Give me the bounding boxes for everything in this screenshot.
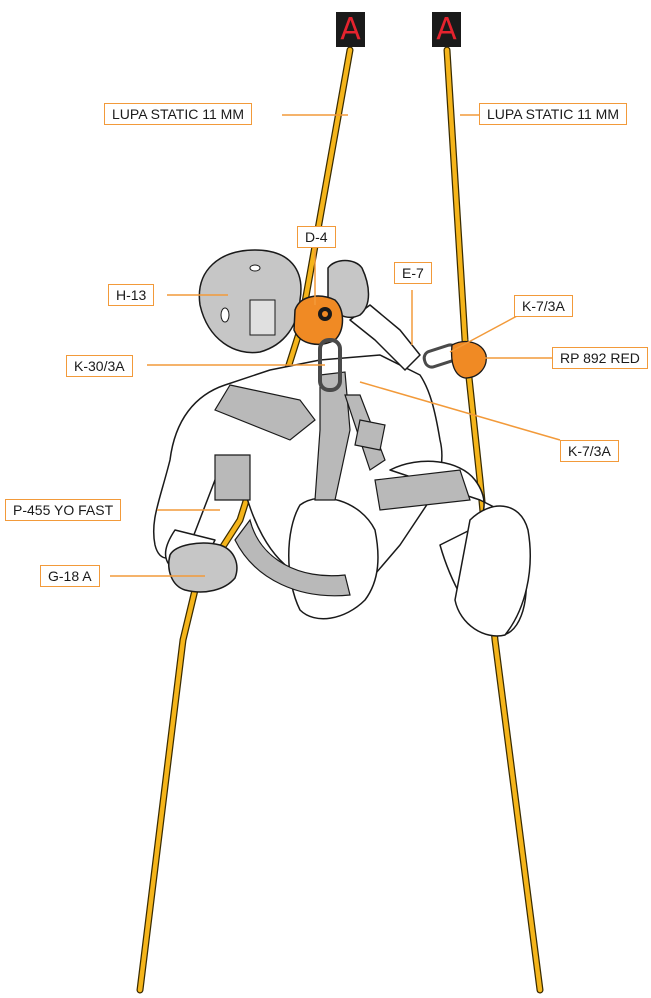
label-carabiner-bottom: K-7/3A [560, 440, 619, 462]
glove-left [169, 543, 237, 592]
descender-icon [294, 296, 343, 344]
label-helmet: H-13 [108, 284, 154, 306]
rope-grab-icon [452, 342, 487, 378]
label-lanyard: E-7 [394, 262, 432, 284]
label-rope-left: LUPA STATIC 11 MM [104, 103, 252, 125]
anchor-letter-left: A [336, 12, 365, 47]
label-carabiner-top: K-7/3A [514, 295, 573, 317]
anchor-icon-right: A [432, 12, 461, 47]
label-rope-right: LUPA STATIC 11 MM [479, 103, 627, 125]
label-rope-grab: RP 892 RED [552, 347, 648, 369]
helmet-icon [199, 250, 301, 353]
label-main-carabiner: K-30/3A [66, 355, 133, 377]
anchor-icon-left: A [336, 12, 365, 47]
anchor-letter-right: A [432, 12, 461, 47]
label-gloves: G-18 A [40, 565, 100, 587]
label-harness: P-455 YO FAST [5, 499, 121, 521]
left-leg [289, 498, 378, 619]
label-descender: D-4 [297, 226, 336, 248]
